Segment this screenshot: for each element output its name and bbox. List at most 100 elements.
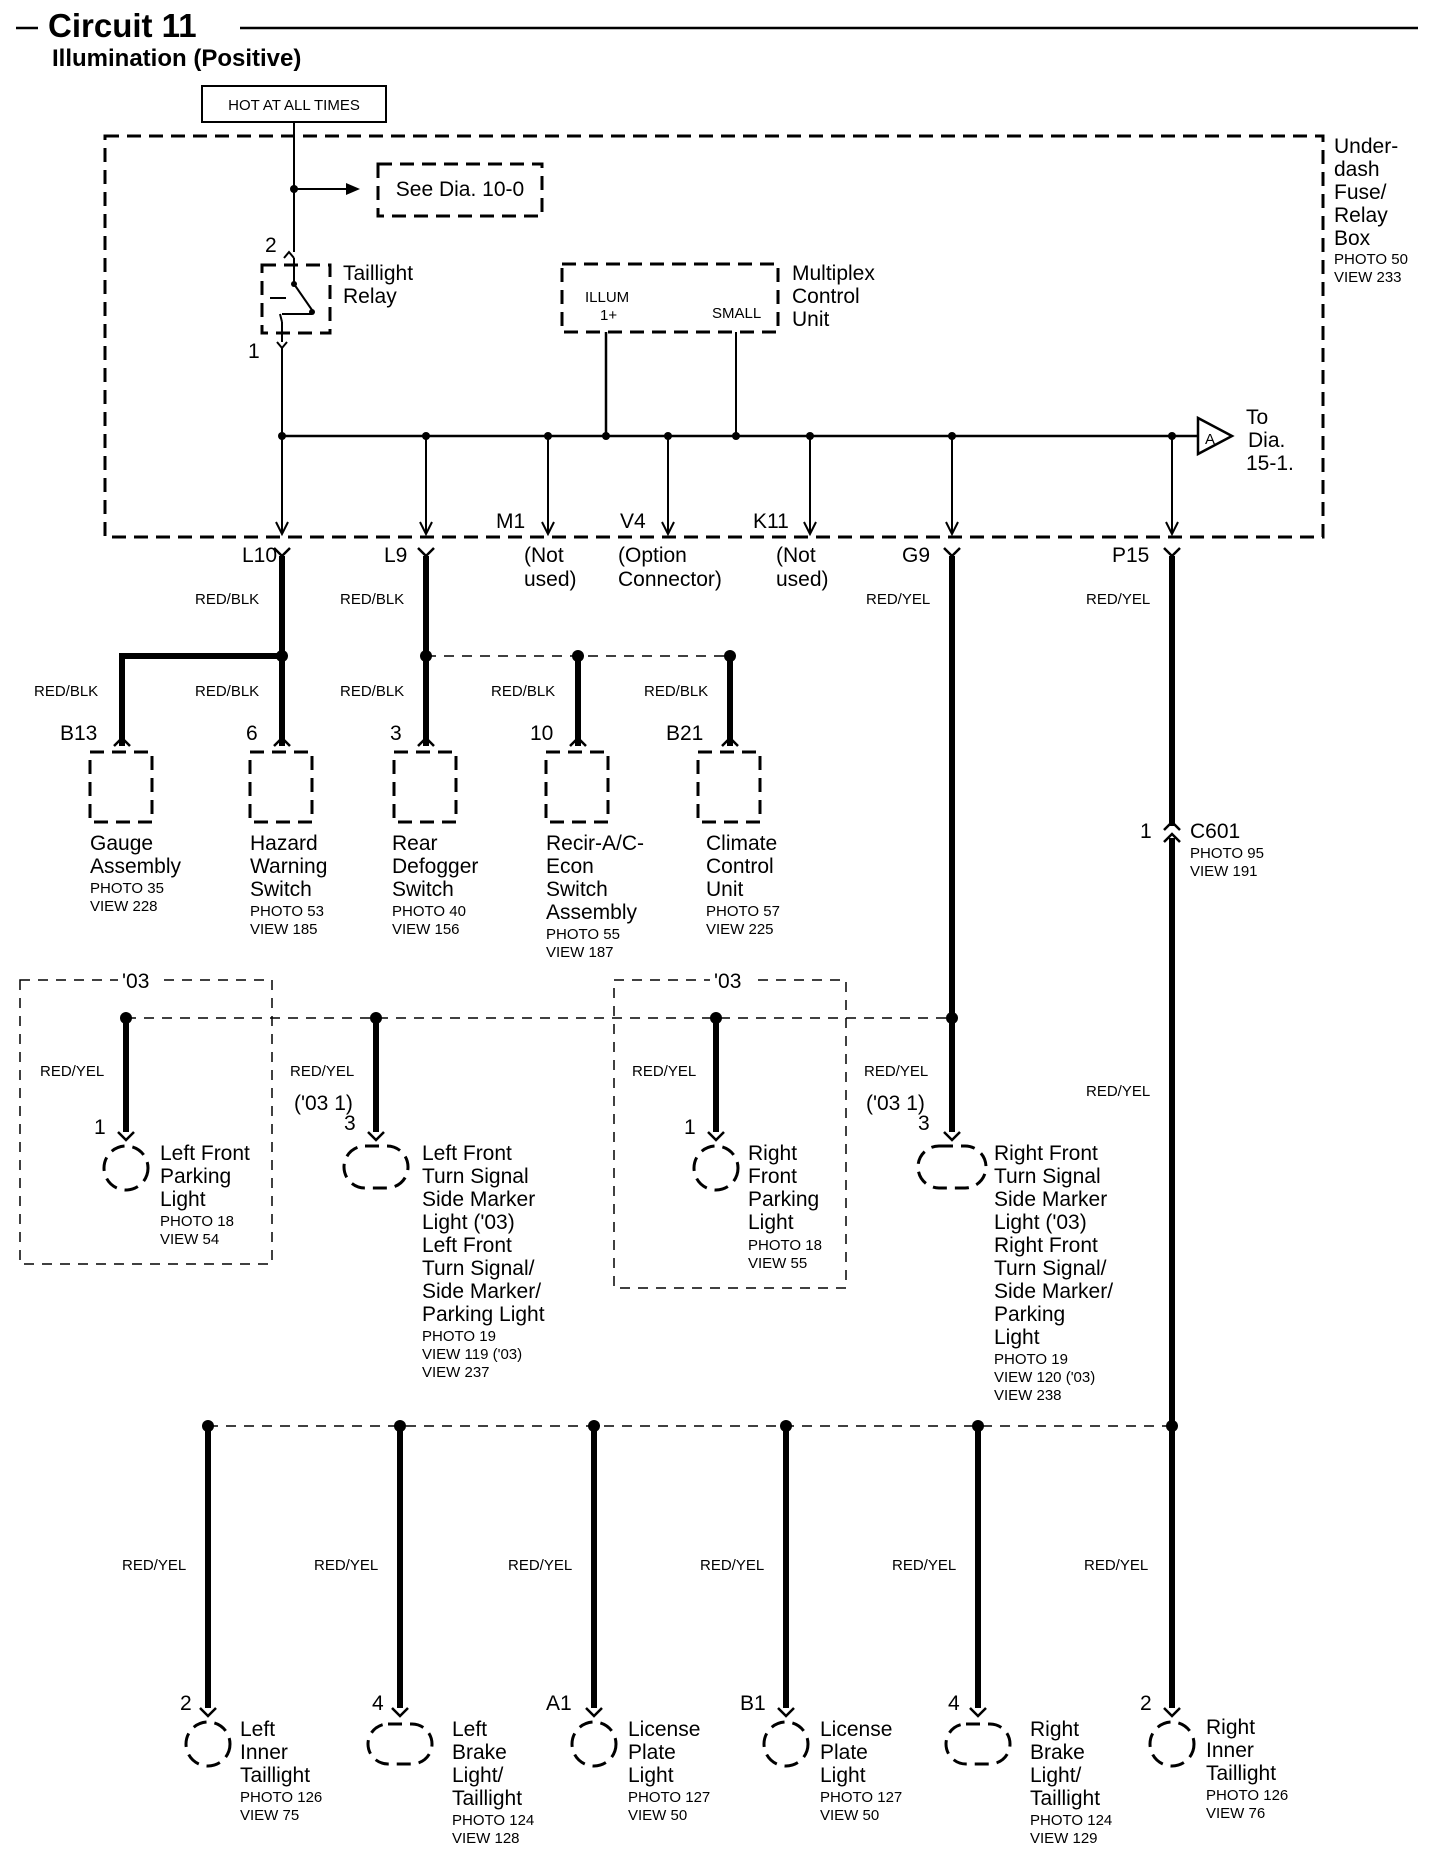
svg-text:Left: Left <box>240 1718 275 1741</box>
svg-text:VIEW 76: VIEW 76 <box>1206 1805 1265 1822</box>
terminal-m1: M1 <box>496 510 525 533</box>
svg-text:PHOTO 18: PHOTO 18 <box>748 1237 822 1254</box>
svg-text:Light: Light <box>994 1326 1040 1349</box>
to-dia-15-1-connector[interactable] <box>1196 415 1235 457</box>
right-inner-taillight[interactable]: 2 Right Inner Taillight PHOTO 126 VIEW 7… <box>1140 1692 1288 1822</box>
c601-label: C601 PHOTO 95 VIEW 191 <box>1190 820 1264 880</box>
right-brake-light-taillight[interactable]: 4 Right Brake Light/ Taillight PHOTO 124… <box>944 1692 1112 1847</box>
license-plate-light-b1[interactable]: B1 License Plate Light PHOTO 127 VIEW 50 <box>740 1692 902 1824</box>
terminal-g9: G9 <box>902 544 930 567</box>
left-front-turn-signal-side-marker-light[interactable]: ('03 1) 3 Left Front Turn Signal Side Ma… <box>294 1092 545 1381</box>
rear-defogger-switch[interactable]: 3 Rear Defogger Switch PHOTO 40 VIEW 156 <box>390 722 478 938</box>
svg-text:Left Front: Left Front <box>422 1142 512 1165</box>
svg-text:PHOTO 127: PHOTO 127 <box>820 1789 902 1806</box>
mcu-small-label: SMALL <box>712 305 761 322</box>
c601-lower-mark <box>1163 832 1181 843</box>
terminal-m1-note: (Not used) <box>524 544 577 591</box>
svg-text:VIEW 75: VIEW 75 <box>240 1807 299 1824</box>
svg-text:Assembly: Assembly <box>90 855 182 878</box>
svg-text:PHOTO 124: PHOTO 124 <box>1030 1812 1112 1829</box>
recir-ac-econ-switch-assembly[interactable]: 10 Recir-A/C- Econ Switch Assembly PHOTO… <box>530 722 644 961</box>
wire-label-p15: RED/YEL <box>1086 591 1150 608</box>
svg-text:Light: Light <box>820 1764 866 1787</box>
svg-text:VIEW 228: VIEW 228 <box>90 898 158 915</box>
svg-text:Light ('03): Light ('03) <box>422 1211 515 1234</box>
svg-text:Parking Light: Parking Light <box>422 1303 545 1326</box>
svg-text:VIEW 237: VIEW 237 <box>422 1364 490 1381</box>
terminal-p15: P15 <box>1112 544 1149 567</box>
hazard-warning-switch[interactable]: 6 Hazard Warning Switch PHOTO 53 VIEW 18… <box>246 722 327 938</box>
svg-text:RED/YEL: RED/YEL <box>700 1557 764 1574</box>
svg-text:('03 1): ('03 1) <box>294 1092 353 1115</box>
svg-text:Switch: Switch <box>546 878 608 901</box>
svg-text:Front: Front <box>748 1165 797 1188</box>
svg-text:B13: B13 <box>60 722 97 745</box>
svg-text:used): used) <box>776 568 829 591</box>
svg-text:('03 1): ('03 1) <box>866 1092 925 1115</box>
year-03-box-left <box>19 979 273 1265</box>
svg-text:PHOTO 127: PHOTO 127 <box>628 1789 710 1806</box>
terminal-k11: K11 <box>753 510 789 533</box>
svg-text:VIEW 128: VIEW 128 <box>452 1830 520 1847</box>
relay-contact <box>293 283 313 311</box>
svg-text:VIEW 185: VIEW 185 <box>250 921 318 938</box>
see-dia-label[interactable]: See Dia. 10-0 <box>396 178 524 201</box>
svg-text:A1: A1 <box>546 1692 572 1715</box>
svg-text:RED/YEL: RED/YEL <box>508 1557 572 1574</box>
right-front-turn-signal-side-marker-light[interactable]: ('03 1) 3 Right Front Turn Signal Side M… <box>866 1092 1113 1404</box>
left-inner-taillight[interactable]: 2 Left Inner Taillight PHOTO 126 VIEW 75 <box>180 1692 322 1824</box>
terminal-mates <box>273 547 1181 558</box>
svg-text:VIEW 55: VIEW 55 <box>748 1255 807 1272</box>
svg-text:10: 10 <box>530 722 553 745</box>
svg-text:1: 1 <box>94 1116 106 1139</box>
svg-text:Light: Light <box>160 1188 206 1211</box>
see-dia-arrow-head <box>346 183 360 195</box>
rear-lights-junction-dots <box>202 1420 1178 1432</box>
svg-text:PHOTO 19: PHOTO 19 <box>422 1328 496 1345</box>
svg-text:Assembly: Assembly <box>546 901 638 924</box>
svg-text:Turn Signal/: Turn Signal/ <box>994 1257 1107 1280</box>
mcu-illum-sub: 1+ <box>600 307 617 324</box>
svg-text:Fuse/: Fuse/ <box>1334 181 1387 204</box>
svg-text:Dia.: Dia. <box>1248 429 1285 452</box>
svg-text:Taillight: Taillight <box>240 1764 310 1787</box>
svg-text:Right: Right <box>748 1142 797 1165</box>
wire-label-l10: RED/BLK <box>195 591 259 608</box>
left-front-parking-light[interactable]: 1 Left Front Parking Light PHOTO 18 VIEW… <box>94 1116 250 1248</box>
rear-lights-wires <box>205 1426 981 1708</box>
svg-text:Side Marker: Side Marker <box>422 1188 535 1211</box>
climate-control-unit[interactable]: B21 Climate Control Unit PHOTO 57 VIEW 2… <box>666 722 780 938</box>
svg-text:Econ: Econ <box>546 855 594 878</box>
svg-text:Taillight: Taillight <box>1206 1762 1276 1785</box>
svg-text:4: 4 <box>372 1692 384 1715</box>
wire-label-g9: RED/YEL <box>866 591 930 608</box>
gauge-assembly[interactable]: B13 Gauge Assembly PHOTO 35 VIEW 228 <box>60 722 182 915</box>
svg-text:Side Marker: Side Marker <box>994 1188 1107 1211</box>
license-plate-light-a1[interactable]: A1 License Plate Light PHOTO 127 VIEW 50 <box>546 1692 710 1824</box>
wire-label-l9: RED/BLK <box>340 591 404 608</box>
svg-text:Light/: Light/ <box>1030 1764 1082 1787</box>
svg-text:RED/YEL: RED/YEL <box>122 1557 186 1574</box>
svg-text:Brake: Brake <box>452 1741 507 1764</box>
front-lights-junction-dots <box>120 1012 958 1024</box>
relay-pin-top-mark <box>283 250 295 259</box>
svg-text:15-1.: 15-1. <box>1246 452 1294 475</box>
svg-text:2: 2 <box>1140 1692 1152 1715</box>
taillight-relay-label: Taillight Relay <box>343 262 413 308</box>
svg-text:Warning: Warning <box>250 855 327 878</box>
circuit-subtitle: Illumination (Positive) <box>52 45 301 72</box>
thick-wires <box>119 556 1175 1708</box>
to-dia-letter: A <box>1205 431 1215 448</box>
right-front-parking-light[interactable]: 1 Right Front Parking Light PHOTO 18 VIE… <box>684 1116 822 1272</box>
year-03-label-right: '03 <box>714 970 741 993</box>
svg-text:VIEW 156: VIEW 156 <box>392 921 460 938</box>
left-brake-light-taillight[interactable]: 4 Left Brake Light/ Taillight PHOTO 124 … <box>366 1692 534 1847</box>
svg-text:VIEW 50: VIEW 50 <box>820 1807 879 1824</box>
svg-text:VIEW 187: VIEW 187 <box>546 944 614 961</box>
svg-text:Switch: Switch <box>250 878 312 901</box>
svg-text:Inner: Inner <box>240 1741 288 1764</box>
wire-label-b21: RED/BLK <box>644 683 708 700</box>
svg-text:Light: Light <box>748 1211 794 1234</box>
relay-pin-2: 2 <box>265 234 277 257</box>
